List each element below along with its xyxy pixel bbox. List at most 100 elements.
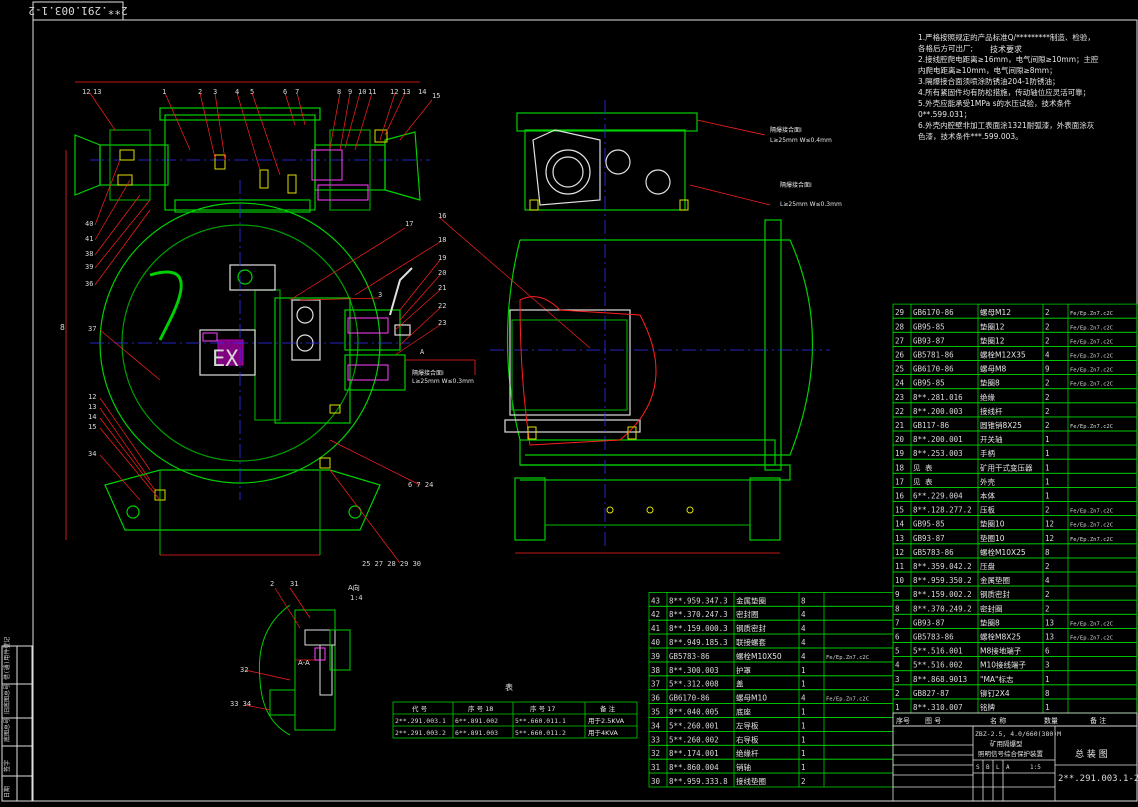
bom-name: 垫圈10 [980,519,1005,529]
bom-code: 8**.959.347.3 [669,596,728,605]
bom-qty: 1 [801,721,806,730]
detail-section-label: A-A [298,659,310,667]
flame-path-top: 隔爆接合面Ⅰ L≥25mm W≤0.4mm 隔爆接合面Ⅰ L≥25mm W≤0.… [770,126,842,208]
ldr-left-10: 15 [88,423,96,431]
bom-code: 8**.860.004 [669,763,719,772]
bom-name: 螺栓M8X25 [980,632,1021,642]
ldr-top-7: 5 [250,88,254,96]
bom-qty: 13 [1045,633,1054,642]
bom-qty: 2 [1045,379,1050,388]
bom-name: 绝缘 [980,392,995,402]
tb-cell-4: A [1006,764,1010,771]
bom-qty: 8 [801,596,806,605]
bom-no: 34 [651,721,661,730]
bom-no: 25 [895,365,904,374]
bom-code: 5**.312.008 [669,680,719,689]
bom-name: 螺栓M10X25 [980,547,1026,557]
bom-qty: 8 [1045,689,1050,698]
bom-no: 14 [895,520,905,529]
ldr-top-12: 10 [358,88,366,96]
bom-no: 29 [895,308,904,317]
ldr-left-6: 37 [88,325,96,333]
variant-table: 表 代 号 序 号 18 序 号 17 备 注 2**.291.003.1 6*… [392,682,638,739]
bom-qty: 2 [1045,393,1050,402]
side-centerlines [490,100,830,550]
bom-no: 32 [651,749,660,758]
bom-no: 43 [651,596,660,605]
corner-label-box: 2**.291.003.1-2 [28,1,128,21]
bom-note: Fe/Ep.Zn7.c2C [1070,368,1113,374]
ldr-top-10: 8 [337,88,341,96]
bom-name: 螺母M12 [980,307,1011,317]
bom-qty: 2 [1045,604,1050,613]
front-view [74,107,421,555]
bom-code: 8**.359.042.2 [913,562,972,571]
bom-note: Fe/Ep.Zn7.c2C [1070,537,1113,543]
ldr-top-5: 3 [213,88,217,96]
variant-r1c1: 2**.291.003.1 [395,717,446,725]
detail-leaders [244,587,315,711]
bom-name: 密封圈 [980,603,1003,613]
bom-no: 38 [651,666,661,675]
bom-code: 8**.868.9013 [913,675,967,684]
bom-name: 底座 [736,707,751,717]
bom-code: 8**.200.003 [913,407,963,416]
variant-r2c4: 用于4KVA [588,729,618,737]
dim-left-label: 8 [60,323,65,332]
bom-row: 37 5**.312.008 盖 1 [648,675,894,691]
bom-no: 30 [651,777,661,786]
variant-h4: 备 注 [600,704,616,713]
ldr-right-2: 17 [405,220,413,228]
detail-ldr-2: 2 [270,580,274,588]
bom-no: 13 [895,534,904,543]
view-a-label: A向 [348,583,360,592]
left-stamp-1: 借(通)用件登记 [3,637,11,680]
bom-qty: 4 [801,694,806,703]
bom-no: 1 [895,703,900,712]
bom-no: 5 [895,647,900,656]
bom-qty: 1 [1045,492,1050,501]
bom-qty: 4 [1045,576,1050,585]
bom-qty: 4 [801,610,806,619]
bom-no: 22 [895,407,904,416]
bom-no: 21 [895,421,904,430]
bom-code: 8**.959.333.8 [669,777,728,786]
bom-code: 8**.128.277.2 [913,506,972,515]
bom-name: 盖 [736,679,744,689]
bom-code: 8**.959.350.2 [913,576,972,585]
bom-name: "MA"标志 [980,674,1014,684]
bom-name: 手柄 [980,448,995,458]
variant-r1c2: 6**.891.002 [455,717,498,725]
tech-req-line-1: 1.严格按照规定的产品标准Q/*********制造、检验， [918,32,1095,42]
bom-no: 37 [651,680,660,689]
ldr-right-9: 3 [378,291,382,299]
bom-name: 螺栓M12X35 [980,350,1026,360]
bom-no: 2 [895,689,900,698]
bom-name: 垫圈12 [980,321,1005,331]
flame-path-side-title: 隔爆接合面Ⅰ [780,181,812,189]
bom-name: 外壳 [980,476,995,486]
bom-no: 4 [895,661,900,670]
ldr-top-2: 13 [93,88,101,96]
ldr-top-13: 11 [368,88,376,96]
ldr-top-1: 12 [82,88,90,96]
bom-name: 压盘 [980,561,995,571]
bom-no: 33 [651,735,660,744]
tech-req-line-3: 2.接线腔爬电距离≥16mm，电气间隙≥10mm；主腔 [918,54,1099,64]
bom-qty: 2 [1045,322,1050,331]
flame-path-top-spec: L≥25mm W≤0.4mm [770,137,832,144]
bom-qty: 2 [1045,308,1050,317]
variant-h2: 序 号 18 [468,704,493,713]
bom-qty: 1 [801,708,806,717]
variant-r2c3: 5**.660.011.2 [515,729,566,737]
bom-name: 联接螺套 [736,637,766,647]
bom-qty: 2 [1045,506,1050,515]
left-stamp-4: 签字 [3,760,11,772]
bom-qty: 12 [1045,520,1054,529]
bom-qty: 1 [801,680,806,689]
